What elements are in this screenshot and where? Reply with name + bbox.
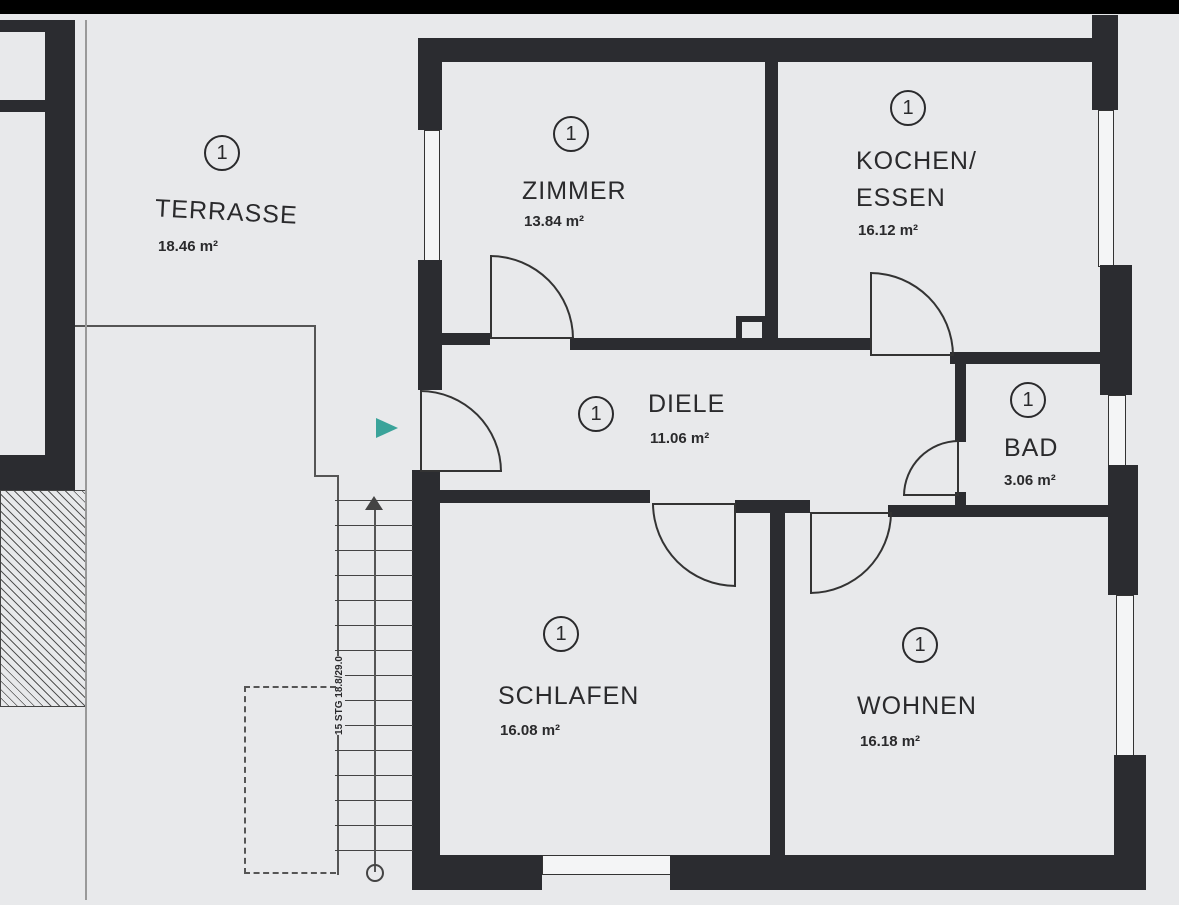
window [424, 130, 440, 262]
room-name: SCHLAFEN [498, 682, 640, 710]
room-area: 13.84 m² [524, 213, 585, 230]
room-number: 1 [578, 396, 614, 432]
wall [955, 352, 966, 442]
door-swing [420, 390, 502, 472]
line [85, 20, 87, 900]
window [1098, 110, 1114, 267]
wall [570, 338, 870, 350]
wall [440, 333, 490, 345]
door-swing [810, 512, 892, 594]
dashed-outline [244, 686, 336, 874]
wall [955, 492, 966, 512]
room-name: BAD [1004, 434, 1059, 462]
door-swing [652, 503, 736, 587]
wall [765, 40, 778, 350]
entrance-arrow-icon [376, 418, 398, 438]
room-name: WOHNEN [857, 692, 977, 720]
window [1108, 395, 1126, 467]
room-name: TERRASSE [154, 194, 299, 230]
wall-left [418, 260, 442, 390]
wall-left [418, 38, 442, 130]
wall-bottom [670, 855, 1146, 890]
room-name: ESSEN [856, 184, 946, 212]
wall [0, 20, 55, 32]
room-number: 1 [1010, 382, 1046, 418]
room-name: ZIMMER [522, 177, 627, 205]
top-bar [0, 0, 1179, 14]
line [314, 475, 339, 477]
wall [950, 352, 1105, 364]
room-name: KOCHEN/ [856, 147, 977, 175]
room-area: 16.08 m² [500, 722, 561, 739]
line [314, 325, 316, 475]
room-area: 16.18 m² [860, 733, 921, 750]
wall [0, 455, 75, 490]
room-number: 1 [902, 627, 938, 663]
window [542, 855, 672, 875]
room-number: 1 [543, 616, 579, 652]
wall [440, 490, 650, 503]
door-swing [490, 255, 574, 339]
room-number: 1 [204, 135, 240, 171]
wall [888, 505, 1110, 517]
stair-arrow-icon [365, 496, 383, 510]
wall [0, 100, 50, 112]
room-name: DIELE [648, 390, 726, 418]
door-swing [870, 272, 954, 356]
stair-line [374, 500, 376, 872]
hatched-area [0, 490, 87, 707]
wall-right [1092, 15, 1118, 110]
door-swing [903, 440, 959, 496]
room-area: 16.12 m² [858, 222, 919, 239]
room-area: 18.46 m² [158, 238, 219, 255]
stair-start-circle [366, 864, 384, 882]
line [75, 325, 315, 327]
wall-right [1100, 265, 1132, 395]
room-area: 3.06 m² [1004, 472, 1056, 489]
wall-right [1108, 465, 1138, 595]
window [1116, 595, 1134, 757]
room-area: 11.06 m² [650, 430, 710, 447]
room-number: 1 [553, 116, 589, 152]
room-number: 1 [890, 90, 926, 126]
wall [45, 20, 75, 490]
wall-left [412, 470, 440, 890]
wall-bottom [412, 855, 542, 890]
wall [770, 505, 785, 857]
